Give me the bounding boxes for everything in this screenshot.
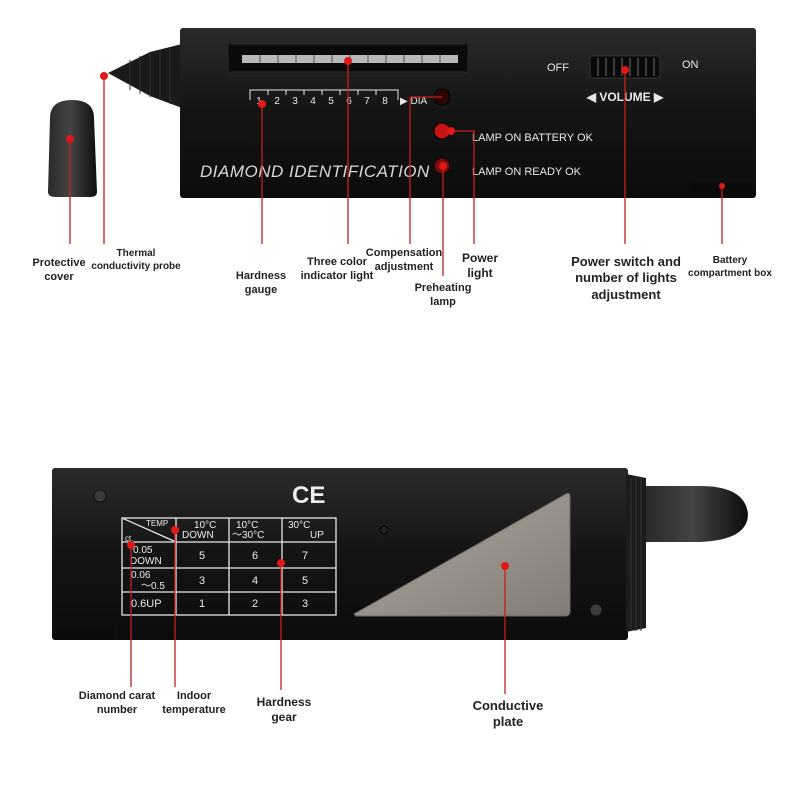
hardness-gear-label: Hardness gear: [256, 695, 312, 724]
col-header: ～30°C: [232, 530, 264, 541]
row-header: ～0.5: [141, 581, 165, 592]
table-cell: 1: [199, 598, 205, 610]
table-cell: 6: [252, 550, 258, 562]
table-cell: 5: [302, 575, 308, 587]
protective-cover-label: Protective cover: [32, 257, 86, 283]
power-switch-label: Power switch and number of lights adjust…: [571, 254, 681, 302]
row-header: 0.06: [131, 570, 151, 581]
row-header: 0.6UP: [131, 598, 162, 610]
top-callout-dots: [66, 57, 725, 189]
preheating-label: Preheating lamp: [414, 282, 472, 308]
thermal-probe: [108, 44, 182, 108]
col-header: 30°C: [288, 520, 310, 531]
table-cell: 2: [252, 598, 258, 610]
temperature-label: Indoor temperature: [162, 690, 226, 716]
table-cell: 3: [302, 598, 308, 610]
hardness-gauge-label: Hardness gauge: [235, 270, 287, 296]
table-corner-ct: ct: [125, 534, 132, 543]
scale-tick: 7: [364, 96, 370, 107]
scale-tick: 3: [292, 96, 298, 107]
three-color-light-label: Three color indicator light: [300, 256, 374, 282]
power-light-label: Power light: [461, 251, 498, 280]
scale-tick: 2: [274, 96, 280, 107]
col-header: 10°C: [194, 520, 216, 531]
scale-tick: 4: [310, 96, 316, 107]
on-label: ON: [682, 59, 699, 71]
compensation-label: Compensation adjustment: [365, 247, 443, 273]
thermal-probe-label: Thermal conductivity probe: [91, 248, 181, 272]
scale-tick: 6: [346, 96, 352, 107]
bottom-callout-lines: [130, 530, 506, 694]
col-header: UP: [310, 530, 324, 541]
col-header: 10°C: [236, 520, 258, 531]
off-label: OFF: [547, 62, 569, 74]
conductive-plate-label: Conductive plate: [472, 698, 544, 730]
table-cell: 5: [199, 550, 205, 562]
screw: [589, 603, 603, 617]
table-cell: 3: [199, 575, 205, 587]
protective-cover: [48, 100, 97, 197]
row-header: 0.05: [133, 545, 153, 556]
top-callout-lines: [69, 61, 723, 276]
sensor-hole: [379, 525, 389, 535]
carat-label: Diamond carat number: [78, 690, 156, 716]
scale-tick: 8: [382, 96, 388, 107]
scale-tick: 5: [328, 96, 334, 107]
screw: [93, 489, 107, 503]
brand-text: DIAMOND IDENTIFICATION: [200, 162, 430, 181]
table-cell: 4: [252, 575, 258, 587]
ce-mark: CE: [292, 482, 325, 509]
dia-label: ▶ DIA: [400, 96, 427, 107]
battery-box-label: Battery compartment box: [688, 255, 772, 279]
bottom-callout-dots: [127, 526, 509, 570]
table-corner-temp: TEMP: [146, 519, 168, 528]
bottom-probe-cap: [626, 474, 748, 632]
lamp-battery-label: LAMP ON BATTERY OK: [472, 132, 593, 144]
conductive-plate: [353, 492, 571, 617]
col-header: DOWN: [182, 530, 214, 541]
row-header: DOWN: [130, 556, 162, 567]
table-cell: 7: [302, 550, 308, 562]
lamp-ready-label: LAMP ON READY OK: [472, 166, 582, 178]
